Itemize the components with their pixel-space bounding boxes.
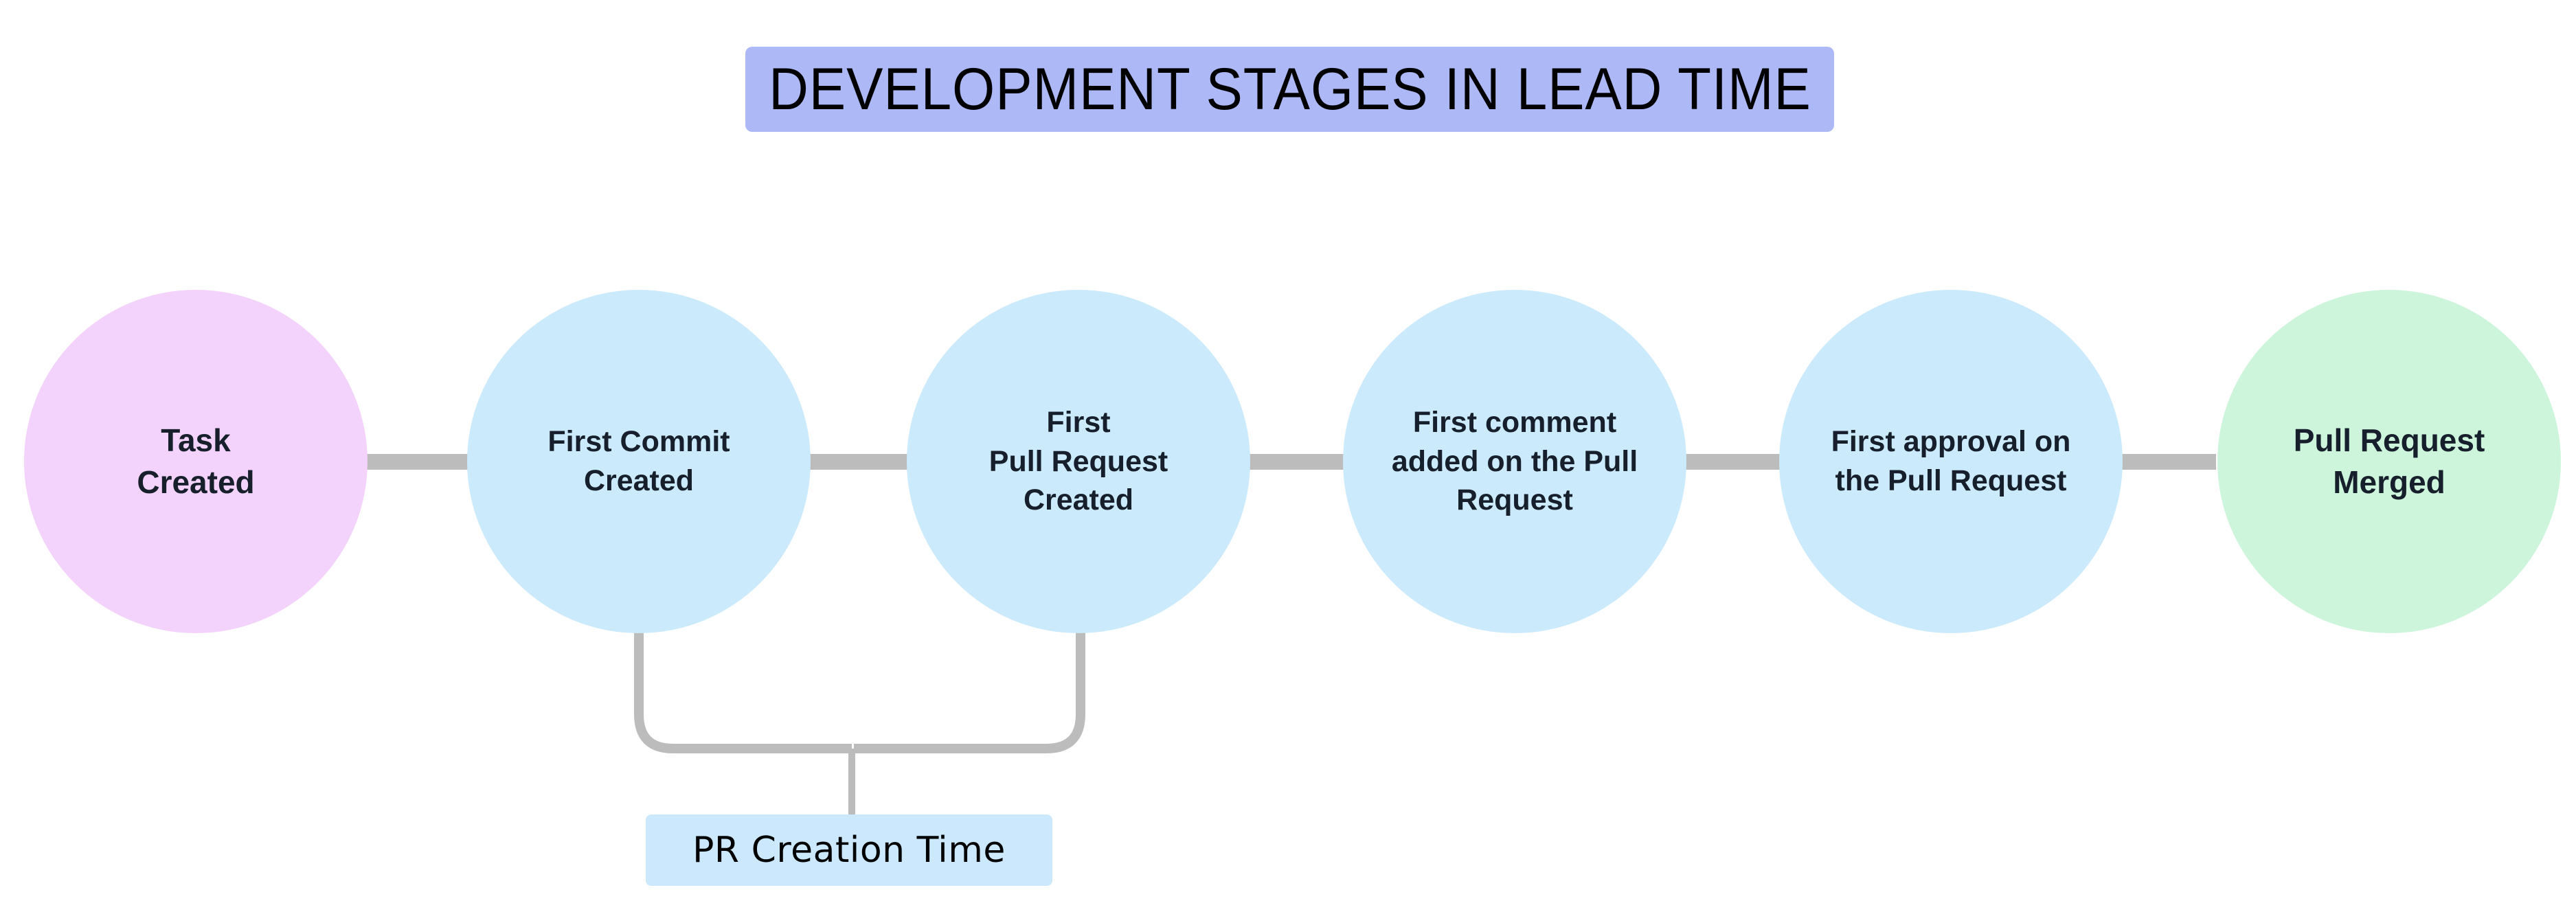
bracket-right: [854, 622, 1085, 753]
node-label: First approval on the Pull Request: [1831, 425, 2071, 497]
connector-4-5: [1682, 454, 1782, 470]
connector-2-3: [805, 454, 909, 470]
node-first-comment-added[interactable]: First comment added on the Pull Request: [1343, 290, 1686, 633]
node-first-approval[interactable]: First approval on the Pull Request: [1779, 290, 2123, 633]
bracket-left: [634, 622, 852, 753]
diagram-title-box: DEVELOPMENT STAGES IN LEAD TIME: [745, 47, 1834, 132]
connector-1-2: [363, 454, 473, 470]
node-label: Task Created: [137, 422, 255, 500]
node-task-created[interactable]: Task Created: [24, 290, 368, 633]
edge-label-pr-creation-time[interactable]: PR Creation Time: [646, 814, 1052, 886]
node-label: Pull Request Merged: [2293, 422, 2485, 500]
page-title: DEVELOPMENT STAGES IN LEAD TIME: [768, 56, 1811, 122]
connector-5-6: [2120, 454, 2216, 470]
connector-3-4: [1245, 454, 1346, 470]
edge-label-text: PR Creation Time: [692, 830, 1006, 871]
node-first-pull-request-created[interactable]: First Pull Request Created: [907, 290, 1250, 633]
node-pull-request-merged[interactable]: Pull Request Merged: [2217, 290, 2561, 633]
node-label: First comment added on the Pull Request: [1391, 405, 1638, 517]
node-label: First Commit Created: [547, 425, 730, 497]
node-first-commit-created[interactable]: First Commit Created: [467, 290, 811, 633]
node-label: First Pull Request Created: [988, 405, 1168, 517]
